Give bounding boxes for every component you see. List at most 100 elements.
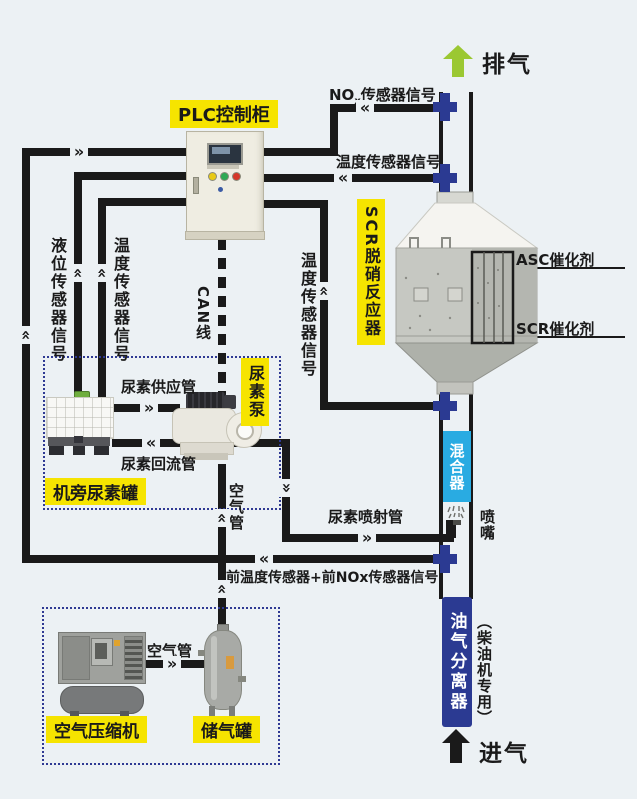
urea-tank-pallet-foot-mid bbox=[73, 446, 85, 455]
urea-pump-label: 尿素泵 bbox=[241, 358, 269, 426]
exhaust-pipe-top-left bbox=[439, 92, 443, 194]
scr-reactor-illustration bbox=[390, 188, 540, 398]
chevron-left-icon: « bbox=[334, 170, 352, 186]
pump-body bbox=[172, 408, 236, 444]
pump-motor-cap bbox=[224, 395, 236, 409]
level-sensor-signal-label: 液位传感器信号 bbox=[48, 237, 67, 363]
urea-tank-pallet-foot-left bbox=[49, 446, 64, 455]
signal-line-level-vertical bbox=[74, 172, 82, 397]
air-pipe-horizontal-label: 空气管 bbox=[147, 642, 193, 660]
temp-signal-top-label: 温度传感器信号 bbox=[336, 153, 442, 171]
mixer-box: 混合器 bbox=[443, 431, 471, 502]
air-pipe-vertical-line bbox=[218, 464, 226, 640]
airtank-body bbox=[204, 630, 242, 710]
chevron-left-icon: « bbox=[142, 435, 160, 451]
plc-lock-dot bbox=[218, 187, 223, 192]
signal-line-front-bottom bbox=[22, 555, 446, 563]
chevron-right-icon: » bbox=[358, 530, 376, 546]
signal-line-nox-top bbox=[330, 104, 444, 112]
plc-base bbox=[185, 231, 265, 240]
compressor-tank bbox=[60, 686, 144, 714]
nox-sensor-marker-arm bbox=[433, 102, 457, 112]
urea-supply-pipe-label: 尿素供应管 bbox=[121, 378, 197, 396]
plc-button-yellow bbox=[208, 172, 217, 181]
temp-sensor-signal-left-label: 温度传感器信号 bbox=[111, 237, 130, 363]
compressor-leg-left bbox=[70, 711, 79, 720]
airtank-port-right bbox=[238, 676, 246, 682]
compressor-vent bbox=[124, 636, 143, 680]
signal-line-temp2-vertical bbox=[320, 200, 328, 410]
nox-signal-label: NOx传感器信号 bbox=[329, 84, 436, 107]
nozzle-spray-icon bbox=[444, 504, 470, 526]
chevron-left-icon: « bbox=[356, 100, 374, 116]
chevron-left-icon: « bbox=[255, 551, 273, 567]
urea-tank-body bbox=[46, 397, 114, 439]
can-bus-dashed-line bbox=[218, 239, 226, 397]
can-line-label: CAN线 bbox=[194, 286, 212, 341]
signal-line-level-top bbox=[74, 172, 188, 180]
urea-tank-valve bbox=[74, 436, 83, 443]
signal-line-front-top bbox=[22, 148, 192, 156]
intake-label: 进气 bbox=[479, 741, 529, 767]
chevron-right-icon: » bbox=[163, 656, 181, 672]
temp-sensor-marker-arm bbox=[433, 173, 457, 183]
airtank-leg-right bbox=[229, 706, 235, 719]
signal-line-front-vertical bbox=[22, 148, 30, 563]
plc-cabinet-label: PLC控制柜 bbox=[170, 100, 278, 128]
chevron-up-icon: « bbox=[93, 264, 112, 282]
mixer-label: 混合器 bbox=[447, 442, 466, 491]
plc-button-red bbox=[232, 172, 241, 181]
chevron-up-icon: « bbox=[213, 509, 232, 527]
oil-gas-separator-label: 油气分离器 bbox=[446, 612, 467, 712]
plc-cabinet-illustration bbox=[185, 131, 265, 240]
airtank-port-left bbox=[198, 650, 205, 656]
exhaust-pipe-mid-right bbox=[469, 392, 473, 599]
nozzle-label: 喷嘴 bbox=[478, 509, 496, 541]
chevron-up-icon: « bbox=[69, 264, 88, 282]
signal-line-nox-right bbox=[258, 148, 338, 156]
air-storage-tank-illustration bbox=[198, 624, 246, 720]
urea-tank-label: 机旁尿素罐 bbox=[45, 478, 146, 505]
plc-door-handle bbox=[193, 177, 199, 194]
signal-line-temp2-right bbox=[258, 200, 328, 208]
chevron-right-icon: » bbox=[140, 400, 158, 416]
signal-line-temp2-bottom bbox=[320, 402, 444, 410]
airtank-tag bbox=[226, 656, 234, 669]
scr-catalyst-label: SCR催化剂 bbox=[516, 320, 595, 338]
asc-catalyst-label: ASC催化剂 bbox=[516, 251, 595, 269]
chevron-up-icon: « bbox=[213, 580, 232, 598]
pump-motor bbox=[186, 392, 226, 412]
plc-tag-strip bbox=[207, 165, 239, 169]
air-compressor-label: 空气压缩机 bbox=[46, 716, 147, 743]
exhaust-label: 排气 bbox=[482, 52, 532, 78]
plc-screen-glow bbox=[212, 147, 230, 154]
signal-line-nox-vertical bbox=[330, 104, 338, 156]
pump-foot bbox=[184, 453, 228, 460]
urea-return-pipe-label: 尿素回流管 bbox=[121, 455, 197, 473]
asc-catalyst-rule bbox=[508, 267, 625, 269]
compressor-leg-right bbox=[120, 711, 129, 720]
urea-tank-pallet-foot-right bbox=[94, 446, 109, 455]
compressor-door bbox=[62, 636, 90, 680]
air-compressor-illustration bbox=[56, 628, 148, 720]
urea-injection-stub bbox=[446, 520, 456, 538]
compressor-panel-dot bbox=[114, 640, 120, 646]
exhaust-arrow-icon bbox=[443, 45, 473, 77]
temp-sensor-signal-mid-label: 温度传感器信号 bbox=[298, 252, 317, 378]
air-storage-tank-label: 储气罐 bbox=[193, 716, 260, 743]
air-pipe-vertical-label: 空气管 bbox=[227, 483, 245, 531]
airtank-highlight bbox=[211, 636, 217, 700]
front-sensor-marker-arm bbox=[433, 554, 457, 564]
chevron-right-icon: » bbox=[70, 144, 88, 160]
scr-catalyst-rule bbox=[508, 336, 625, 338]
signal-line-tanktemp-top bbox=[98, 198, 188, 206]
scr-reactor-label: SCR脱硝反应器 bbox=[357, 199, 385, 345]
temp2-sensor-marker-arm bbox=[433, 401, 457, 411]
chevron-up-icon: « bbox=[17, 326, 36, 344]
airtank-leg-left bbox=[209, 706, 215, 719]
plc-button-green bbox=[220, 172, 229, 181]
front-sensors-signal-label: 前温度传感器+前NOx传感器信号 bbox=[226, 570, 439, 586]
urea-tank-illustration bbox=[46, 391, 116, 465]
exhaust-pipe-mid-left bbox=[439, 392, 443, 599]
